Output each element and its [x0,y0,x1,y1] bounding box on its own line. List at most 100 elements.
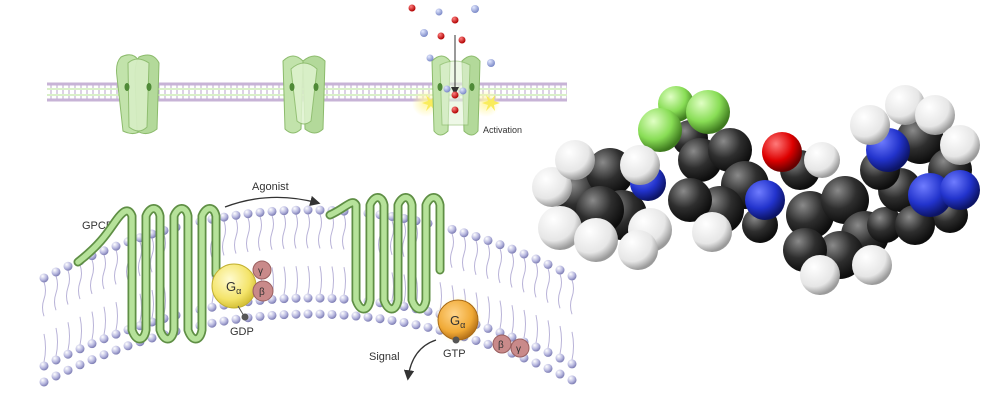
lipid-tail [319,214,322,248]
lipid-tail [535,263,538,297]
lipid-tail [67,270,70,304]
gtp-dot [453,337,460,344]
lipid-head [208,303,217,312]
lipid-tail [271,215,274,249]
lipid-tail [559,274,562,308]
lipid-head [400,318,409,327]
lipid-head [556,370,565,379]
lipid-tail [103,255,106,289]
lipid-head [532,343,541,352]
beta-text: β [259,287,265,298]
lipid-tail [43,282,46,316]
lipid-head [340,311,349,320]
lipid-tail [320,266,322,294]
lipid-tail [44,334,46,362]
lipid-head [280,206,289,215]
lipid-tail [284,267,286,295]
gdp-label: GDP [230,326,254,338]
lipid-head [316,206,325,215]
hydrogen-atom [850,105,890,145]
lipid-head [280,294,289,303]
lipid-head [544,364,553,373]
lipid-head [232,315,241,324]
ion-channel-bound [283,56,325,133]
lipid-head [328,310,337,319]
activation-label: Activation [483,125,522,135]
lipid-head [280,310,289,319]
lipid-head [460,228,469,237]
lipid-tail [547,268,550,302]
lipid-tail [524,310,526,338]
lipid-head [556,354,565,363]
lipid-head [496,240,505,249]
lipid-head [52,371,61,380]
lipid-head [244,209,253,218]
lipid-tail [104,307,106,335]
lipid-head [472,232,481,241]
lipid-tail [343,215,346,249]
lipid-head [544,348,553,357]
lipid-head [328,294,337,303]
gpcr-membrane [40,206,577,387]
lipid-head [568,271,577,280]
lipid-tail [571,280,574,314]
hydrogen-atom [618,230,658,270]
lipid-head [112,330,121,339]
lipid-head [568,375,577,384]
lipid-head [88,339,97,348]
lipid-head [256,208,265,217]
lipid-tail [488,296,490,324]
lipid-head [412,320,421,329]
lipid-tail [116,302,118,330]
lipid-tail [55,276,58,310]
lipid-tail [115,250,118,284]
lipid-head [376,314,385,323]
lipid-tail [392,272,394,300]
space-filling-molecule [532,85,980,295]
hydrogen-atom [620,145,660,185]
hydrogen-atom [574,218,618,262]
lipid-tail [80,317,82,345]
signal-label: Signal [369,351,400,363]
lipid-head [484,340,493,349]
lipid-tail [487,244,490,278]
lipid-head [304,294,313,303]
hydrogen-atom [800,255,840,295]
lipid-head [484,236,493,245]
lipid-tail [523,258,526,292]
lipid-tail [140,294,142,322]
gamma-text: γ [258,266,263,277]
lipid-tail [463,237,466,271]
lipid-head [556,266,565,275]
nitrogen-atom [745,180,785,220]
lipid-tail [391,220,394,254]
lipid-tail [296,266,298,294]
lipid-tail [404,274,406,302]
lipid-tail [475,240,478,274]
lipid-tail [560,326,562,354]
signal-arrow [408,340,436,378]
lipid-head [40,377,49,386]
lipid-tail [308,266,310,294]
agonist-arrow [225,197,318,207]
ions-cloud [409,5,496,68]
fluorine-atom [686,90,730,134]
lipid-head [64,262,73,271]
lipid-head [424,323,433,332]
lipid-head [52,267,61,276]
lipid-tail [91,260,94,294]
lipid-head [532,255,541,264]
lipid-tail [499,249,502,283]
lipid-tail [139,242,142,276]
lipid-head [304,310,313,319]
lipid-tail [512,305,514,333]
lipid-tail [548,320,550,348]
lipid-tail [259,216,262,250]
hydrogen-atom [692,212,732,252]
lipid-head [88,355,97,364]
lipid-tail [79,265,82,299]
hydrogen-atom [555,140,595,180]
lipid-head [220,317,229,326]
lipid-tail [344,267,346,295]
lipid-head [292,294,301,303]
